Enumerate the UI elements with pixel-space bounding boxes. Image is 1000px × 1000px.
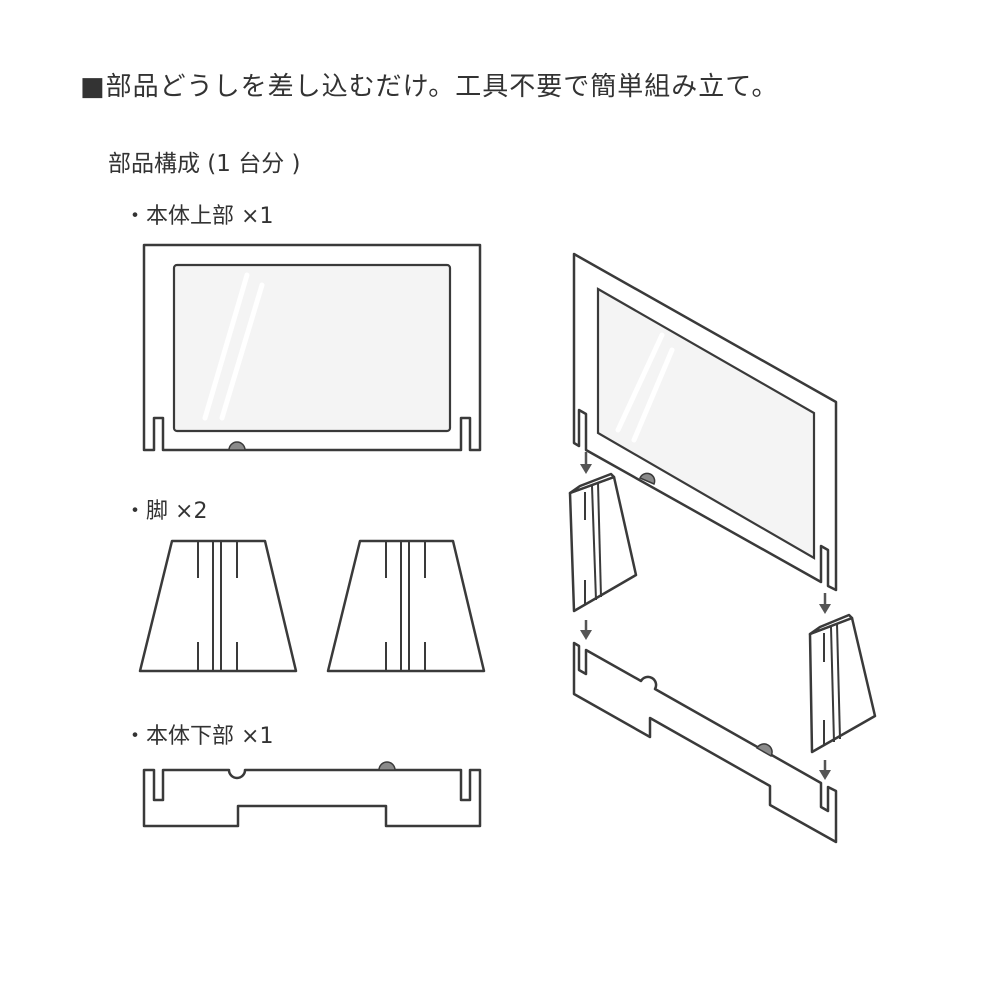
bullet-icon: ・ [124, 724, 147, 749]
upper-body-front-view [142, 243, 482, 452]
leg-right-front-view [326, 539, 486, 673]
headline-text: 部品どうしを差し込むだけ。工具不要で簡単組み立て。 [105, 72, 779, 102]
lower-body-front-view [142, 761, 482, 828]
part-label-text: 脚 ×2 [146, 499, 208, 524]
assembly-isometric-view [568, 252, 877, 844]
part-label-legs: ・脚 ×2 [124, 493, 207, 525]
lower-body-isometric [572, 641, 838, 844]
leg-right-isometric [808, 613, 877, 754]
leg-left-front-view [138, 539, 298, 673]
leg-left-isometric [568, 472, 638, 613]
arrow-down-icon [580, 620, 592, 640]
part-label-text: 本体下部 ×1 [146, 724, 274, 749]
part-label-lower-body: ・本体下部 ×1 [124, 718, 273, 750]
bullet-icon: ・ [124, 204, 147, 229]
parts-title: 部品構成 (1 台分 ) [108, 151, 301, 177]
arrow-down-icon [580, 452, 592, 474]
bullet-icon: ・ [124, 499, 147, 524]
part-label-text: 本体上部 ×1 [146, 204, 274, 229]
arrow-down-icon [819, 593, 831, 614]
arrow-down-icon [819, 760, 831, 780]
headline: ■部品どうしを差し込むだけ。工具不要で簡単組み立て。 [80, 66, 779, 103]
upper-body-isometric [572, 252, 838, 592]
square-icon: ■ [80, 72, 106, 102]
part-label-upper-body: ・本体上部 ×1 [124, 198, 273, 230]
